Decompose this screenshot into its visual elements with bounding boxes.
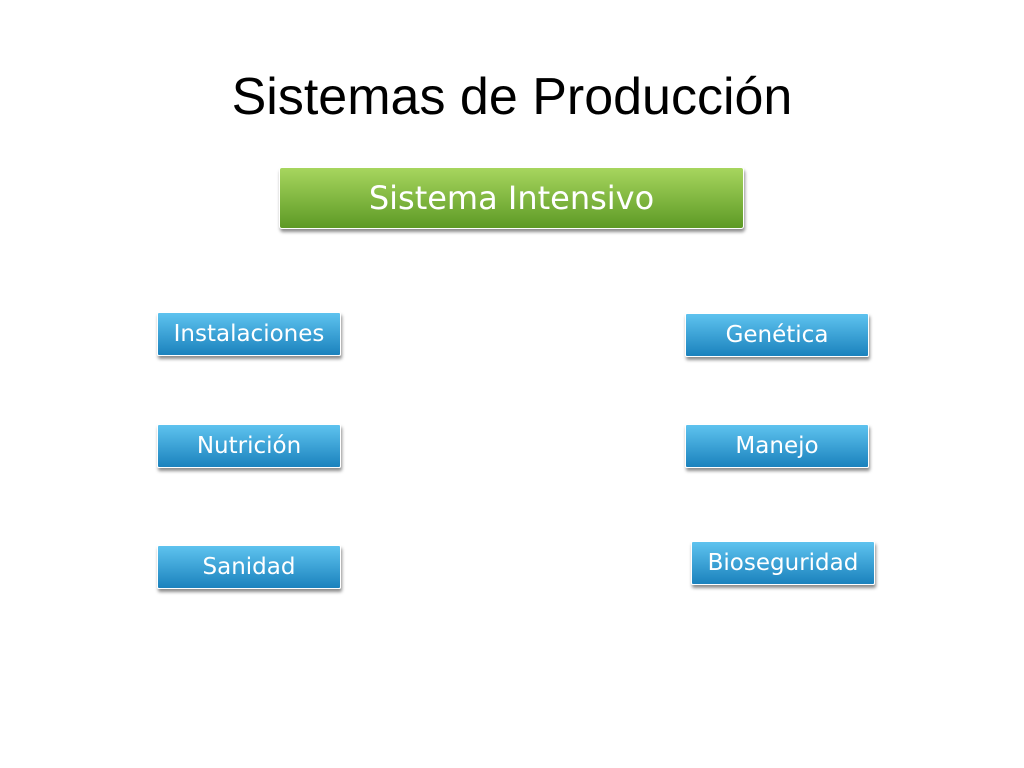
main-node-sistema-intensivo: Sistema Intensivo [279, 167, 744, 229]
node-sanidad: Sanidad [157, 545, 341, 589]
node-manejo: Manejo [685, 424, 869, 468]
node-nutricion: Nutrición [157, 424, 341, 468]
slide-title: Sistemas de Producción [231, 68, 793, 126]
node-instalaciones: Instalaciones [157, 312, 341, 356]
node-genetica: Genética [685, 313, 869, 357]
node-bioseguridad: Bioseguridad [691, 541, 875, 585]
